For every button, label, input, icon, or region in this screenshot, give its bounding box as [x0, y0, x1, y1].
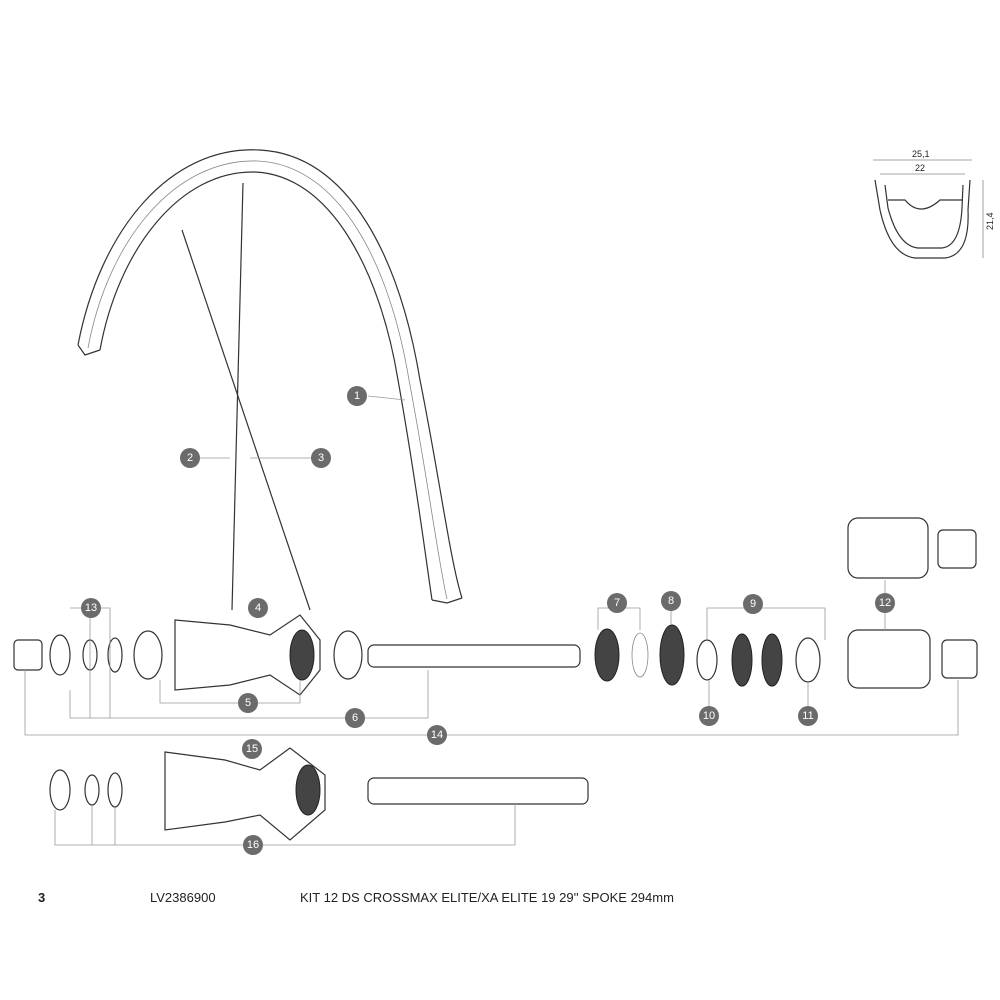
svg-text:4: 4	[255, 602, 261, 614]
svg-text:6: 6	[352, 712, 358, 724]
callout-5: 5	[238, 693, 258, 713]
callout-6: 6	[345, 708, 365, 728]
footer-part-number: LV2386900	[150, 890, 216, 905]
svg-text:8: 8	[668, 595, 674, 607]
svg-text:7: 7	[614, 597, 620, 609]
callout-7: 7	[607, 593, 627, 613]
rim	[77, 149, 463, 604]
callout-11: 11	[798, 706, 818, 726]
svg-text:14: 14	[431, 729, 443, 741]
rim-height: 21,4	[985, 212, 995, 230]
callout-9: 9	[743, 594, 763, 614]
svg-text:3: 3	[318, 452, 324, 464]
spokes	[181, 182, 311, 611]
callout-3: 3	[311, 448, 331, 468]
callout-12: 12	[875, 593, 895, 613]
leader-lines	[24, 395, 959, 846]
svg-text:12: 12	[879, 597, 891, 609]
callout-2: 2	[180, 448, 200, 468]
rim-inner-width: 22	[915, 163, 925, 173]
svg-text:15: 15	[246, 743, 258, 755]
callout-8: 8	[661, 591, 681, 611]
svg-text:5: 5	[245, 697, 251, 709]
svg-text:1: 1	[354, 390, 360, 402]
svg-text:9: 9	[750, 598, 756, 610]
callout-16: 16	[243, 835, 263, 855]
callout-10: 10	[699, 706, 719, 726]
callout-4: 4	[248, 598, 268, 618]
callout-15: 15	[242, 739, 262, 759]
svg-text:11: 11	[802, 710, 813, 722]
rim-profile: 25,1 22 21,4	[873, 149, 995, 259]
svg-text:10: 10	[703, 710, 715, 722]
footer-ref: 3	[38, 890, 46, 905]
hub-assembly-alt	[49, 747, 589, 841]
rim-outer-width: 25,1	[912, 149, 930, 159]
svg-text:13: 13	[85, 602, 97, 614]
svg-text:2: 2	[187, 452, 193, 464]
hub-assembly	[13, 517, 978, 696]
callout-13: 13	[81, 598, 101, 618]
svg-text:16: 16	[247, 839, 259, 851]
callout-14: 14	[427, 725, 447, 745]
callout-1: 1	[347, 386, 367, 406]
footer-description: KIT 12 DS CROSSMAX ELITE/XA ELITE 19 29'…	[300, 890, 674, 905]
